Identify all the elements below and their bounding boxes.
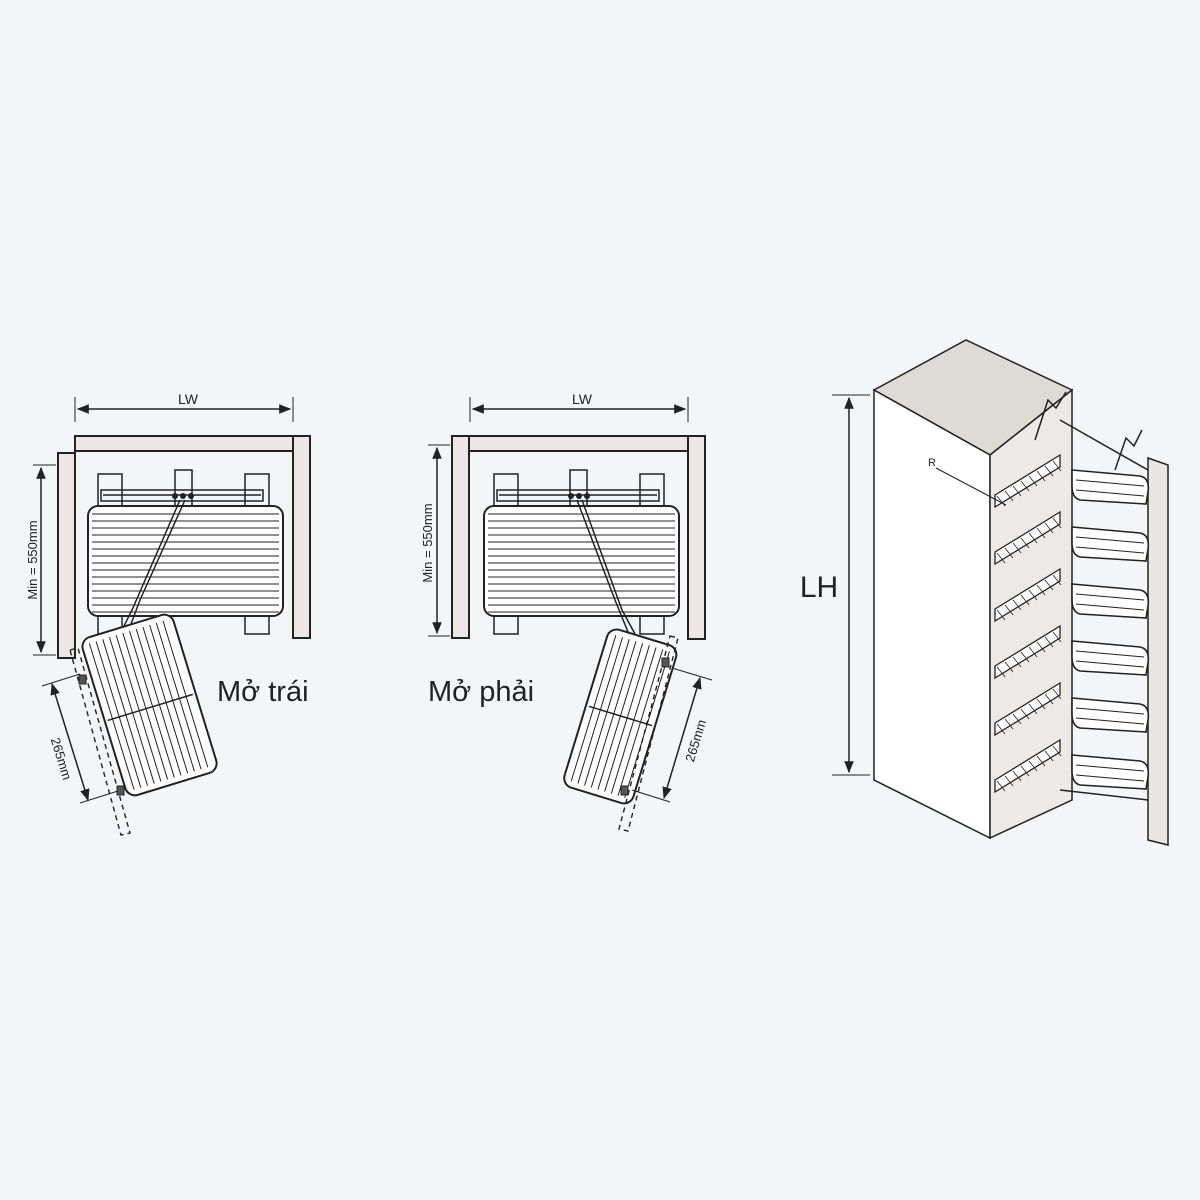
- interior-shelf: [994, 567, 1062, 623]
- width-dimension: LW: [469, 391, 689, 422]
- cabinet-right-panel: [687, 435, 706, 640]
- internal-mechanism: [483, 469, 680, 635]
- interior-shelf: [994, 738, 1062, 794]
- door-outline: [69, 647, 131, 836]
- interior-shelf: [994, 681, 1062, 737]
- door-basket: [1071, 697, 1150, 733]
- internal-mechanism: [87, 469, 284, 635]
- door-outline: [618, 635, 679, 832]
- height-label: LH: [800, 571, 838, 604]
- swing-basket: [81, 613, 218, 797]
- door-basket: [1071, 640, 1150, 676]
- cabinet-left-panel: [57, 452, 76, 659]
- door-basket: [1071, 583, 1150, 619]
- opening-caption: Mở phải: [428, 676, 534, 708]
- interior-shelf: [994, 624, 1062, 680]
- depth-dimension: Min = 550mm: [25, 464, 56, 656]
- part-label: R: [928, 457, 936, 469]
- cabinet-top-panel: [451, 435, 689, 452]
- cabinet-door: [1147, 456, 1169, 846]
- plan-left-opening: LW Min = 550mm: [25, 391, 311, 836]
- cabinet-side-panel: [292, 435, 311, 639]
- door-basket: [1071, 469, 1150, 505]
- height-dimension: LH: [800, 394, 870, 776]
- cabinet-side-panel: [451, 435, 470, 639]
- width-label: LW: [572, 391, 593, 407]
- cabinet-top-panel: [74, 435, 311, 452]
- rear-basket: [87, 505, 284, 617]
- depth-dimension: Min = 550mm: [420, 444, 450, 637]
- tall-pantry-unit: LH R: [800, 339, 1169, 846]
- interior-shelf: [994, 510, 1062, 566]
- opening-caption: Mở trái: [217, 676, 309, 708]
- swing-basket: [563, 628, 678, 805]
- door-basket: [1071, 526, 1150, 562]
- depth-label: Min = 550mm: [25, 520, 40, 599]
- depth-label: Min = 550mm: [420, 503, 435, 582]
- plan-right-opening: LW Min = 550mm: [420, 391, 713, 832]
- interior-shelf: [994, 453, 1062, 509]
- rear-basket: [483, 505, 680, 617]
- width-dimension: LW: [74, 391, 294, 422]
- door-basket: [1071, 754, 1150, 790]
- width-label: LW: [178, 391, 199, 407]
